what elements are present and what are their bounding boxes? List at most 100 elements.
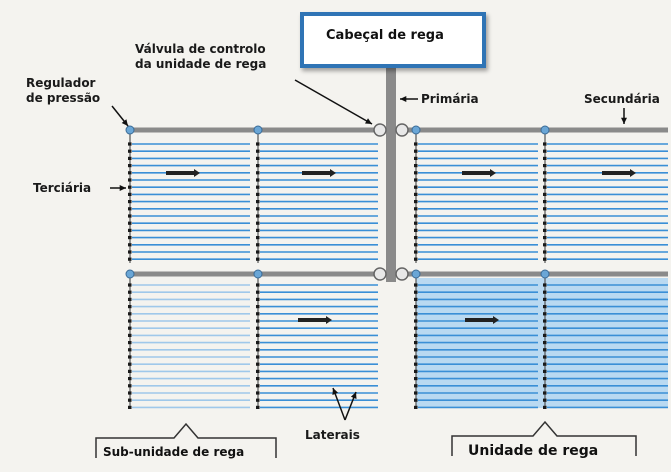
tertiary-emitter-dot	[543, 192, 547, 196]
tertiary-emitter-dot	[128, 178, 132, 182]
pressure-regulator	[253, 125, 263, 135]
tertiary-emitter-dot	[128, 214, 132, 218]
tertiary-emitter-dot	[256, 207, 260, 211]
pressure-regulator	[540, 269, 550, 279]
tertiary-emitter-dot	[256, 250, 260, 254]
flow-arrow-head-icon	[330, 169, 336, 177]
tertiary-emitter-dot	[256, 200, 260, 204]
tertiary-emitter-dot	[414, 348, 418, 352]
pressure-regulator-label-line1: Regulador	[26, 76, 96, 90]
tertiary-emitter-dot	[414, 257, 418, 261]
tertiary-emitter-dot	[414, 391, 418, 395]
pressure-regulator	[411, 125, 421, 135]
tertiary-emitter-dot	[543, 243, 547, 247]
tertiary-emitter-dot	[543, 156, 547, 160]
flow-arrow-icon	[602, 171, 630, 175]
pressure-regulator	[540, 125, 550, 135]
tertiary-emitter-dot	[128, 319, 132, 323]
tertiary-emitter-dot	[128, 326, 132, 330]
callout-arrowhead-icon	[365, 118, 372, 124]
tertiary-emitter-dot	[128, 333, 132, 337]
tertiary-emitter-dot	[543, 355, 547, 359]
tertiary-emitter-dot	[128, 362, 132, 366]
primary-pipe	[386, 68, 396, 282]
tertiary-emitter-dot	[128, 185, 132, 189]
control-valve-label-line2: da unidade de rega	[135, 57, 267, 71]
tertiary-emitter-dot	[128, 149, 132, 153]
tertiary-emitter-dot	[128, 221, 132, 225]
pressure-regulator	[125, 269, 135, 279]
tertiary-emitter-dot	[414, 221, 418, 225]
tertiary-emitter-dot	[543, 341, 547, 345]
tertiary-emitter-dot	[543, 297, 547, 301]
tertiary-emitter-dot	[256, 305, 260, 309]
control-valve	[395, 267, 409, 281]
tertiary-emitter-dot	[256, 243, 260, 247]
flow-arrow-head-icon	[630, 169, 636, 177]
tertiary-emitter-dot	[128, 192, 132, 196]
pressure-regulator	[253, 269, 263, 279]
tertiary-emitter-dot	[543, 228, 547, 232]
flow-arrow-icon	[462, 171, 490, 175]
tertiary-emitter-dot	[256, 312, 260, 316]
tertiary-emitter-dot	[128, 391, 132, 395]
caption-brace	[451, 420, 637, 456]
tertiary-emitter-dot	[256, 398, 260, 402]
tertiary-emitter-dot	[414, 355, 418, 359]
secondary-pipe-label: Secundária	[584, 92, 660, 106]
tertiary-emitter-dot	[128, 207, 132, 211]
tertiary-emitter-dot	[128, 156, 132, 160]
tertiary-emitter-dot	[256, 326, 260, 330]
control-valve-label-line1: Válvula de controlo	[135, 42, 266, 56]
tertiary-emitter-dot	[414, 405, 418, 409]
tertiary-emitter-dot	[414, 398, 418, 402]
tertiary-emitter-dot	[414, 207, 418, 211]
flow-arrow-icon	[302, 171, 330, 175]
tertiary-emitter-dot	[414, 384, 418, 388]
tertiary-emitter-dot	[256, 228, 260, 232]
callout-line	[294, 79, 373, 125]
flow-arrow-head-icon	[493, 316, 499, 324]
tertiary-emitter-dot	[414, 250, 418, 254]
tertiary-emitter-dot	[543, 384, 547, 388]
control-valve	[395, 123, 409, 137]
tertiary-emitter-dot	[128, 257, 132, 261]
tertiary-emitter-dot	[128, 297, 132, 301]
control-valve-label: Válvula de controlo da unidade de rega	[135, 42, 266, 72]
tertiary-emitter-dot	[414, 228, 418, 232]
tertiary-emitter-dot	[543, 405, 547, 409]
tertiary-emitter-dot	[256, 221, 260, 225]
callout-arrowhead-icon	[332, 388, 339, 395]
tertiary-emitter-dot	[256, 319, 260, 323]
tertiary-emitter-dot	[543, 305, 547, 309]
tertiary-emitter-dot	[543, 362, 547, 366]
tertiary-emitter-dot	[543, 290, 547, 294]
callout-arrowhead-icon	[350, 392, 357, 399]
flow-arrow-head-icon	[194, 169, 200, 177]
tertiary-emitter-dot	[543, 214, 547, 218]
header-label: Cabeçal de rega	[326, 28, 444, 43]
tertiary-emitter-dot	[543, 283, 547, 287]
tertiary-emitter-dot	[256, 391, 260, 395]
tertiary-emitter-dot	[414, 171, 418, 175]
tertiary-emitter-dot	[128, 164, 132, 168]
tertiary-emitter-dot	[256, 185, 260, 189]
tertiary-emitter-dot	[256, 333, 260, 337]
tertiary-emitter-dot	[543, 149, 547, 153]
tertiary-pipe-label: Terciária	[33, 181, 92, 195]
tertiary-emitter-dot	[543, 221, 547, 225]
tertiary-emitter-dot	[128, 305, 132, 309]
laterals-label: Laterais	[305, 428, 360, 442]
pressure-regulator-label-line2: de pressão	[26, 91, 101, 105]
subunit-caption: Sub-unidade de rega	[103, 445, 245, 459]
tertiary-emitter-dot	[256, 348, 260, 352]
tertiary-emitter-dot	[414, 341, 418, 345]
flow-arrow-icon	[465, 318, 493, 322]
tertiary-emitter-dot	[256, 362, 260, 366]
tertiary-emitter-dot	[543, 171, 547, 175]
pressure-regulator	[411, 269, 421, 279]
pressure-regulator-label: Regulador de pressão	[26, 76, 100, 106]
tertiary-emitter-dot	[128, 228, 132, 232]
tertiary-emitter-dot	[256, 236, 260, 240]
tertiary-emitter-dot	[128, 171, 132, 175]
